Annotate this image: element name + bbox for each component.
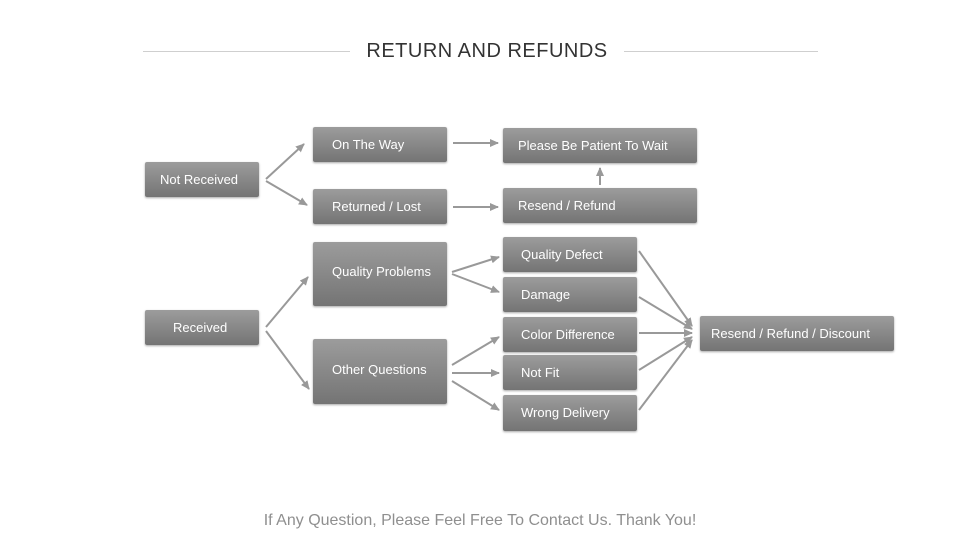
node-other-questions-label: Other Questions xyxy=(332,361,427,377)
node-not-received: Not Received xyxy=(145,162,259,197)
title-rule-right xyxy=(624,51,818,52)
arrow-other-questions-to-wrong-delivery xyxy=(451,380,500,411)
node-returned-lost: Returned / Lost xyxy=(313,189,447,224)
arrow-quality-problems-to-quality-defect xyxy=(451,255,500,273)
arrow-received-to-other-questions xyxy=(265,330,310,390)
node-quality-problems: Quality Problems xyxy=(313,242,447,306)
arrow-not-received-to-returned-lost xyxy=(265,180,308,206)
node-resend-refund-label: Resend / Refund xyxy=(518,197,616,213)
node-on-the-way-label: On The Way xyxy=(332,136,405,152)
node-on-the-way: On The Way xyxy=(313,127,447,162)
node-damage: Damage xyxy=(503,277,637,312)
node-wrong-delivery: Wrong Delivery xyxy=(503,395,637,431)
node-damage-label: Damage xyxy=(521,286,571,302)
node-please-wait: Please Be Patient To Wait xyxy=(503,128,697,163)
node-other-questions: Other Questions xyxy=(313,339,447,404)
node-resend-refund-discount: Resend / Refund / Discount xyxy=(700,316,894,351)
arrow-wrong-delivery-to-final xyxy=(638,339,693,411)
page-title: RETURN AND REFUNDS xyxy=(366,40,608,62)
node-resend-refund-discount-label: Resend / Refund / Discount xyxy=(711,325,870,341)
node-color-difference: Color Difference xyxy=(503,317,637,352)
arrow-quality-problems-to-damage xyxy=(451,273,500,293)
arrow-damage-to-final xyxy=(638,296,693,330)
footer-note: If Any Question, Please Feel Free To Con… xyxy=(263,512,697,529)
node-quality-problems-label: Quality Problems xyxy=(332,264,431,279)
arrow-quality-defect-to-final xyxy=(638,250,693,327)
arrow-not-fit-to-final xyxy=(638,336,693,371)
node-received: Received xyxy=(145,310,259,345)
node-quality-defect-label: Quality Defect xyxy=(521,246,603,262)
node-color-difference-label: Color Difference xyxy=(521,326,615,342)
node-please-wait-label: Please Be Patient To Wait xyxy=(518,137,668,153)
node-resend-refund: Resend / Refund xyxy=(503,188,697,223)
title-rule-left xyxy=(143,51,350,52)
node-received-label: Received xyxy=(173,319,228,335)
arrow-not-received-to-on-the-way xyxy=(265,143,305,180)
arrow-received-to-quality-problems xyxy=(265,276,309,328)
arrow-other-questions-to-color-difference xyxy=(451,336,500,366)
node-not-received-label: Not Received xyxy=(160,171,239,187)
node-not-fit: Not Fit xyxy=(503,355,637,390)
node-quality-defect: Quality Defect xyxy=(503,237,637,272)
node-not-fit-label: Not Fit xyxy=(521,364,560,380)
node-wrong-delivery-label: Wrong Delivery xyxy=(521,405,610,420)
node-returned-lost-label: Returned / Lost xyxy=(332,198,421,214)
